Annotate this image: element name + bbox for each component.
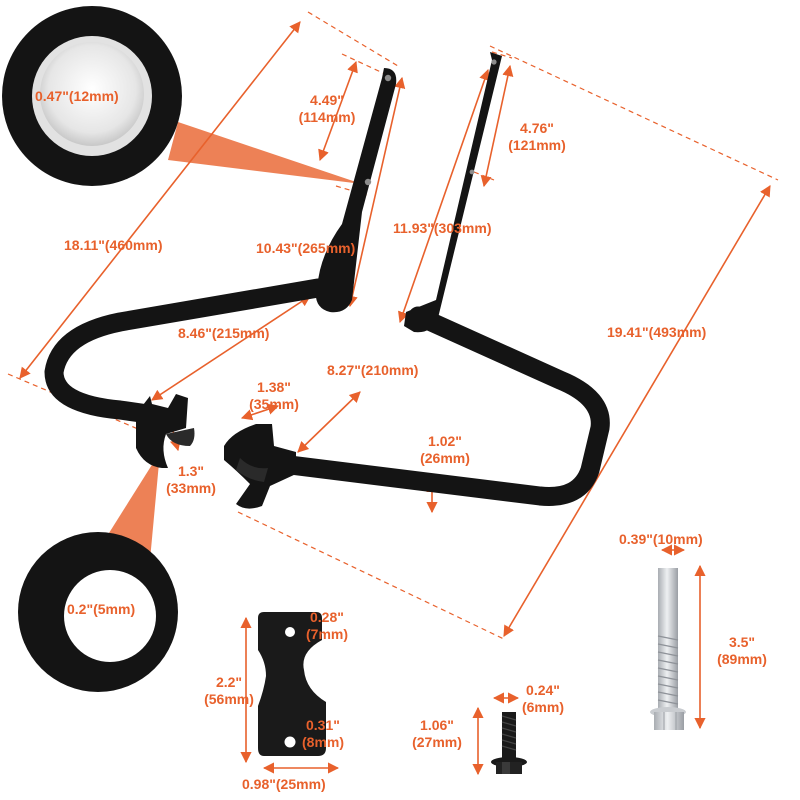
label-bracket-hole-bottom-mm: (8mm) [302,734,345,750]
stand-frame [44,52,610,509]
label-bracket-hole-top-mm: (7mm) [306,626,349,642]
label-small-bolt-dia-mm: (6mm) [521,699,564,715]
dim-right-arm-length [297,391,361,453]
label-small-bolt-length-in: 1.06" [420,717,454,733]
label-left-plate-length: 10.43"(265mm) [256,240,356,256]
label-hole-large-dia: 0.47"(12mm) [35,88,119,104]
zoom-circle-large-hole [2,6,182,186]
label-long-bolt-length-in: 3.5" [728,634,756,650]
label-saddle-width-mm: (35mm) [249,396,299,412]
label-bracket-height-mm: (56mm) [204,691,254,707]
long-bolt [650,568,686,730]
dim-left-plate-length [346,76,406,308]
label-hole-small-dia: 0.2"(5mm) [67,601,136,617]
dim-right-plate-length [398,68,490,324]
label-saddle-width-in: 1.38" [257,379,291,395]
label-bracket-hole-top-in: 0.28" [310,609,344,625]
label-saddle-height-in: 1.3" [177,463,205,479]
dim-left-arm-length [151,295,311,401]
label-saddle-height-mm: (33mm) [166,480,216,496]
label-left-arm-length: 8.46"(215mm) [178,325,270,341]
label-overall-depth: 18.11"(460mm) [64,237,163,253]
label-left-hole-spacing-mm: (114mm) [298,109,356,125]
label-bracket-hole-bottom-in: 0.31" [306,717,340,733]
label-right-hole-spacing-in: 4.76" [520,120,554,136]
label-bracket-height-in: 2.2" [215,674,243,690]
label-right-hole-spacing-mm: (121mm) [508,137,566,153]
label-right-plate-length: 11.93"(303mm) [393,220,492,236]
label-overall-width: 19.41"(493mm) [607,324,707,340]
small-bolt [491,712,527,774]
label-tube-dia-mm: (26mm) [420,450,470,466]
label-small-bolt-length-mm: (27mm) [412,734,462,750]
mounting-bracket [258,612,326,756]
label-long-bolt-length-mm: (89mm) [717,651,767,667]
label-left-hole-spacing-in: 4.49" [310,92,344,108]
label-small-bolt-dia-in: 0.24" [526,682,560,698]
zoom-circle-small-hole [18,532,178,692]
label-long-bolt-dia: 0.39"(10mm) [619,531,703,547]
label-bracket-width: 0.98"(25mm) [242,776,326,792]
label-tube-dia-in: 1.02" [428,433,462,449]
dim-overall-width [503,185,771,637]
label-right-arm-length: 8.27"(210mm) [327,362,419,378]
dim-saddle-width [240,403,280,421]
dim-overall-depth [19,21,301,379]
